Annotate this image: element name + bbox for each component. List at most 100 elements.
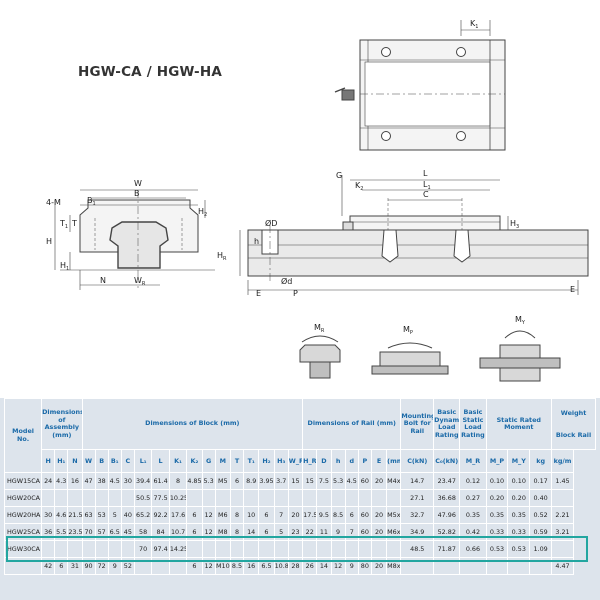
label-mr: MR: [314, 323, 325, 334]
table-cell: 0.10: [485, 472, 509, 490]
table-cell: 61.4: [151, 472, 170, 490]
table-cell: 17.6: [168, 506, 188, 524]
model-cell: HGW20CA: [3, 489, 43, 507]
symbol-cell: T: [229, 449, 245, 473]
symbol-cell: B₁: [107, 449, 122, 473]
symbol-cell: G: [201, 449, 216, 473]
table-cell: [214, 489, 231, 507]
table-cell: 4.5: [107, 472, 122, 490]
table-cell: 20: [370, 506, 388, 524]
table-cell: [344, 489, 359, 507]
table-cell: 8.5: [330, 506, 346, 524]
symbol-cell: kg/m: [551, 449, 574, 473]
table-cell: [273, 489, 289, 507]
symbol-cell: d: [344, 449, 359, 473]
label-mp: MP: [403, 325, 413, 336]
table-cell: [41, 489, 56, 507]
table-cell: M4x16: [386, 472, 402, 490]
label-od: ØD: [265, 218, 277, 228]
table-cell: [316, 489, 332, 507]
label-h2: H2: [198, 207, 207, 218]
symbol-cell: kg: [529, 449, 553, 473]
label-hr: HR: [217, 251, 227, 262]
table-cell: [370, 489, 388, 507]
table-cell: 30: [41, 506, 56, 524]
table-cell: 6: [229, 472, 245, 490]
label-t: T: [71, 219, 77, 228]
symbol-cell: H₃: [273, 449, 289, 473]
section-view: [54, 189, 215, 290]
symbol-cell: N: [67, 449, 83, 473]
spec-table-panel: Model No. Dimensions of Assembly (mm) Di…: [0, 398, 600, 600]
table-cell: 17.5: [302, 506, 318, 524]
symbol-cell: W_R: [287, 449, 304, 473]
table-cell: 53: [94, 506, 109, 524]
symbol-cell: E: [370, 449, 388, 473]
table-cell: 40: [120, 506, 135, 524]
table-cell: [330, 489, 346, 507]
label-l1: L1: [423, 180, 431, 191]
symbol-cell: H: [41, 449, 56, 473]
table-cell: 8: [229, 506, 245, 524]
table-cell: 4.3: [54, 472, 69, 490]
label-l: L: [423, 169, 428, 178]
table-cell: 0.20: [507, 489, 531, 507]
table-cell: 38: [94, 472, 109, 490]
label-wr: WR: [134, 276, 146, 287]
table-cell: 0.12: [459, 472, 487, 490]
table-cell: 0.35: [507, 506, 531, 524]
spec-table: Model No. Dimensions of Assembly (mm) Di…: [3, 398, 596, 575]
table-cell: 60: [357, 506, 372, 524]
model-cell: HGW15CA: [3, 472, 43, 490]
side-view: [239, 175, 589, 295]
header-bolt: Mounting Bolt for Rail: [400, 398, 435, 450]
header-weight-block: Block: [555, 431, 576, 439]
table-cell: 0.35: [459, 506, 487, 524]
table-cell: 8.9: [243, 472, 260, 490]
table-cell: M6: [214, 506, 231, 524]
table-cell: [201, 489, 216, 507]
table-cell: 0.27: [459, 489, 487, 507]
table-cell: [551, 489, 574, 507]
table-cell: 12: [201, 506, 216, 524]
model-cell: HGW20HA: [3, 506, 43, 524]
table-cell: 4.6: [54, 506, 69, 524]
table-cell: 8: [168, 472, 188, 490]
table-cell: 0.10: [507, 472, 531, 490]
highlight-box: [6, 536, 588, 562]
table-cell: [258, 489, 275, 507]
table-cell: [302, 489, 318, 507]
table-cell: 9.5: [316, 506, 332, 524]
label-k1: K1: [470, 19, 478, 30]
table-cell: 15: [287, 472, 304, 490]
symbol-row: HH₁NWBB₁CL₁LK₁K₂GMTT₁H₂H₃W_RH_RDhdPE(mm)…: [5, 449, 596, 473]
header-rail: Dimensions of Rail (mm): [302, 398, 402, 450]
table-cell: 23.47: [433, 472, 461, 490]
table-cell: 60: [357, 472, 372, 490]
header-weight-label: Weight: [560, 409, 587, 417]
table-cell: 1.45: [551, 472, 574, 490]
symbol-cell: C₀(kN): [433, 449, 461, 473]
symbol-cell: (mm): [386, 449, 402, 473]
symbol-cell: C: [120, 449, 135, 473]
label-my: MY: [515, 315, 526, 326]
top-view: [334, 20, 506, 151]
table-cell: 0.17: [529, 472, 553, 490]
table-cell: 32.7: [400, 506, 435, 524]
symbol-cell: H₂: [258, 449, 275, 473]
table-cell: 5: [107, 506, 122, 524]
table-cell: 5.3: [201, 472, 216, 490]
symbol-cell: K₂: [186, 449, 203, 473]
table-cell: 0.52: [529, 506, 553, 524]
table-cell: 3.7: [273, 472, 289, 490]
table-cell: [67, 489, 83, 507]
label-b: B: [134, 189, 140, 198]
label-e: E: [256, 289, 261, 298]
table-cell: 47: [81, 472, 96, 490]
label-n: N: [100, 276, 106, 285]
table-cell: 10.25: [168, 489, 188, 507]
table-cell: 21.5: [67, 506, 83, 524]
table-cell: [186, 489, 203, 507]
